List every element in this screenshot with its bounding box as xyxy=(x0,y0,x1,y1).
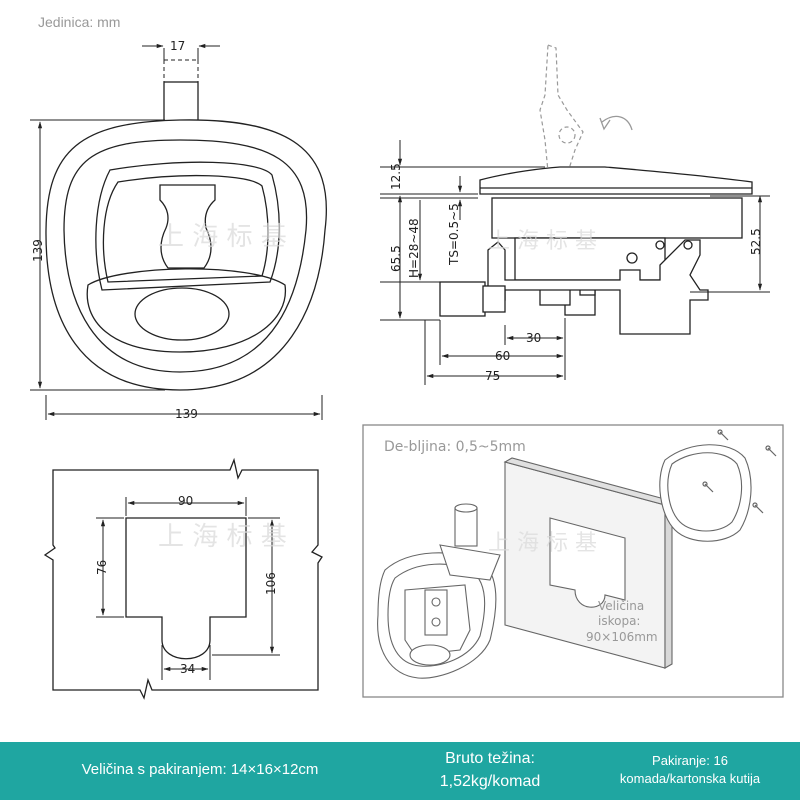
watermark: 上 海 标 基 xyxy=(488,531,597,556)
install-view xyxy=(377,444,752,679)
watermark: 上 海 标 基 xyxy=(158,222,287,252)
dim-thickness-range: TS=0.5~5 xyxy=(447,203,461,266)
cutout-size-label-1: Veličina xyxy=(598,599,644,613)
dim-30: 30 xyxy=(526,331,541,345)
package-size: Veličina s pakiranjem: 14×16×12cm xyxy=(81,761,319,778)
side-view xyxy=(439,44,753,335)
info-footer: Veličina s pakiranjem: 14×16×12cm Bruto … xyxy=(0,742,800,800)
packing: Pakiranje: 16 komada/kartonska kutija xyxy=(590,752,790,788)
cutout-size-label-2: iskopa: xyxy=(598,614,640,628)
unit-label: Jedinica: mm xyxy=(38,14,121,30)
dim-grip-range: H=28~48 xyxy=(407,218,421,278)
dim-cutout-width: 90 xyxy=(178,494,193,508)
gross-weight-line-1: Bruto težina: xyxy=(445,750,535,767)
watermark: 上 海 标 基 xyxy=(158,522,287,552)
dim-tab-width: 17 xyxy=(170,39,185,53)
technical-drawing: 17 139 139 xyxy=(30,39,784,700)
screws xyxy=(702,429,777,514)
packing-line-1: Pakiranje: 16 xyxy=(652,753,728,768)
dim-top-height: 12.5 xyxy=(389,163,403,190)
watermark: 上 海 标 基 xyxy=(488,229,597,254)
dim-front-height: 139 xyxy=(31,239,45,262)
gross-weight-line-2: 1,52kg/komad xyxy=(439,773,541,790)
dim-cutout-total: 106 xyxy=(264,572,278,595)
cutout xyxy=(125,517,247,660)
dim-cutout-height: 76 xyxy=(95,560,109,575)
handle xyxy=(159,184,216,269)
front-view xyxy=(45,59,327,391)
gross-weight: Bruto težina: 1,52kg/komad xyxy=(400,747,580,793)
outer-body xyxy=(45,119,327,391)
packing-line-2: komada/kartonska kutija xyxy=(619,771,761,786)
cutout-size-label-3: 90×106mm xyxy=(586,630,658,644)
dim-front-width: 139 xyxy=(175,407,198,421)
dim-total-height: 65.5 xyxy=(389,245,403,272)
dim-75: 75 xyxy=(485,369,500,383)
cutout-view xyxy=(43,457,323,700)
tab xyxy=(163,81,199,123)
dim-60: 60 xyxy=(495,349,510,363)
oval xyxy=(134,287,230,341)
dim-notch-width: 34 xyxy=(180,662,195,676)
dim-right-height: 52.5 xyxy=(749,228,763,255)
thickness-label: De-bljina: 0,5~5mm xyxy=(384,439,526,455)
